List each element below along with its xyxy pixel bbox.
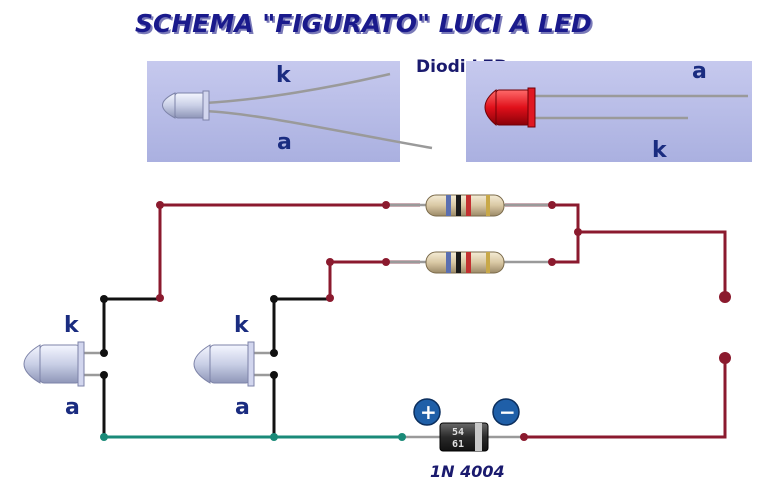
led-1-label-k: k xyxy=(64,313,80,338)
junction-dot xyxy=(326,294,334,302)
photo-right-label-a: a xyxy=(692,59,707,84)
title-shadow: SCHEMA "FIGURATO" LUCI A LED xyxy=(137,11,594,40)
junction-dot xyxy=(156,201,164,209)
plus-sign: + xyxy=(420,400,437,424)
resistor-icon xyxy=(386,251,552,274)
junction-dot xyxy=(520,433,528,441)
led-1: k a xyxy=(23,313,104,420)
led-red-icon xyxy=(484,87,748,128)
junction-dot xyxy=(270,371,278,379)
led-clear-icon xyxy=(162,72,433,150)
junctions xyxy=(100,201,582,441)
diode-1n4004: 54 61 + − 1N 4004 xyxy=(402,398,524,481)
led-clear-icon xyxy=(193,341,274,387)
photo-left-label-a: a xyxy=(277,130,292,155)
resistor-1 xyxy=(386,194,552,217)
junction-dot xyxy=(270,295,278,303)
junction-dot xyxy=(100,349,108,357)
terminal-icon xyxy=(719,352,731,364)
plus-badge xyxy=(413,398,441,426)
photo-right-label-k: k xyxy=(652,138,668,163)
diode-model: 1N 4004 xyxy=(430,462,505,481)
junction-dot xyxy=(326,258,334,266)
supply-terminals xyxy=(719,291,731,364)
minus-badge xyxy=(492,398,520,426)
junction-dot xyxy=(270,349,278,357)
junction-dot xyxy=(548,201,556,209)
junction-dot xyxy=(100,371,108,379)
junction-dot xyxy=(574,228,582,236)
junction-dot xyxy=(398,433,406,441)
resistor-2 xyxy=(386,251,552,274)
led-clear-icon xyxy=(23,341,104,387)
led-2: k a xyxy=(193,313,274,420)
photo-left-label-k: k xyxy=(276,63,292,88)
minus-sign: − xyxy=(499,400,516,424)
photo-led-clear: k a xyxy=(147,61,433,162)
led-2-label-k: k xyxy=(234,313,250,338)
junction-dot xyxy=(382,258,390,266)
diode-icon: 54 61 xyxy=(402,422,524,452)
junction-dot xyxy=(548,258,556,266)
photo-led-red: a k xyxy=(466,59,752,163)
diode-marking-2: 61 xyxy=(452,439,464,450)
resistor-icon xyxy=(386,194,552,217)
terminal-icon xyxy=(719,291,731,303)
junction-dot xyxy=(100,433,108,441)
led-2-label-a: a xyxy=(235,395,250,420)
page-title: SCHEMA "FIGURATO" LUCI A LED xyxy=(135,9,592,38)
junction-dot xyxy=(382,201,390,209)
junction-dot xyxy=(156,294,164,302)
led-1-label-a: a xyxy=(65,395,80,420)
junction-dot xyxy=(270,433,278,441)
junction-dot xyxy=(100,295,108,303)
diode-marking-1: 54 xyxy=(452,427,464,438)
